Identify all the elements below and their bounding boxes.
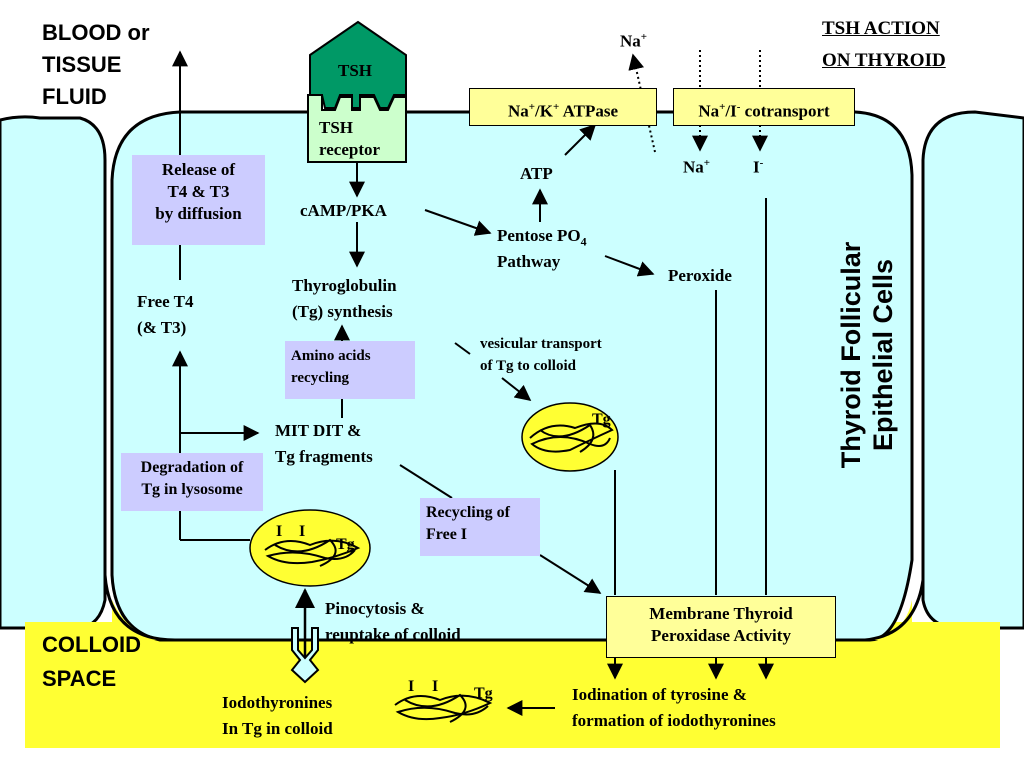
- left-neighbor-cell: [0, 115, 107, 630]
- iodination-line1: Iodination of tyrosine &: [572, 685, 747, 704]
- lysosome-i2-label: I: [299, 523, 306, 540]
- colloid-label-line1: COLLOID: [42, 632, 141, 657]
- pinocytosis-line1: Pinocytosis &: [325, 599, 425, 618]
- pinocytosis-line2: reuptake of colloid: [325, 625, 461, 644]
- cell-type-label: Thyroid Follicular Epithelial Cells: [836, 241, 898, 469]
- camp-label: cAMP/PKA: [300, 201, 387, 220]
- na-in-label: Na+: [683, 157, 711, 177]
- title-line2: ON THYROID: [822, 50, 946, 71]
- colloid-i2-label: I: [432, 678, 439, 695]
- mit-dit-line1: MIT DIT &: [275, 421, 362, 440]
- pentose-line2: Pathway: [497, 252, 561, 271]
- atp-label: ATP: [520, 164, 553, 183]
- recycling-box: Recycling of Free I: [420, 498, 540, 556]
- colloid-tg-label: Tg: [474, 685, 493, 702]
- free-t4-line1: Free T4: [137, 292, 194, 311]
- na-out-label: Na+: [620, 31, 648, 51]
- blood-label-line2: TISSUE: [42, 52, 122, 77]
- atpase-box: Na+/K+ ATPase: [469, 88, 657, 126]
- colloid-space: [25, 622, 1000, 748]
- lysosome-tg-label: Tg: [336, 536, 355, 553]
- tsh-receptor-label-line1: TSH: [319, 118, 354, 137]
- free-t4-line2: (& T3): [137, 318, 187, 337]
- thyroglobulin-line2: (Tg) synthesis: [292, 302, 393, 321]
- pentose-line1: Pentose PO4: [497, 226, 587, 249]
- degradation-box: Degradation of Tg in lysosome: [121, 453, 263, 511]
- amino-acids-box: Amino acids recycling: [285, 341, 415, 399]
- title-line1: TSH ACTION: [822, 18, 940, 39]
- lysosome: [249, 509, 371, 587]
- mit-dit-line2: Tg fragments: [275, 447, 373, 466]
- vesicular-line2: of Tg to colloid: [480, 358, 576, 374]
- colloid-i1-label: I: [408, 678, 415, 695]
- cell-bottom-edge: [103, 574, 925, 642]
- thyroglobulin-line1: Thyroglobulin: [292, 276, 397, 295]
- iodothyronines-line1: Iodothyronines: [222, 693, 333, 712]
- iodide-in-label: I-: [753, 157, 764, 177]
- peroxide-label: Peroxide: [668, 266, 732, 285]
- pinocytosis-cup: [290, 627, 320, 684]
- iodination-line2: formation of iodothyronines: [572, 711, 776, 730]
- iodothyronines-line2: In Tg in colloid: [222, 719, 333, 738]
- cotransport-box: Na+/I- cotransport: [673, 88, 855, 126]
- right-neighbor-cell: [921, 110, 1024, 630]
- vesicular-line1: vesicular transport: [480, 336, 602, 352]
- tsh-receptor-label-line2: receptor: [319, 140, 381, 159]
- lysosome-i1-label: I: [276, 523, 283, 540]
- vesicle-tg-label: Tg: [592, 411, 611, 428]
- tsh-label: TSH: [338, 61, 373, 80]
- blood-label-line3: FLUID: [42, 84, 107, 109]
- blood-label-line1: BLOOD or: [42, 20, 150, 45]
- tsh-receptor-shape: [307, 94, 407, 163]
- colloid-overlay: [25, 600, 1000, 640]
- colloid-label-line2: SPACE: [42, 666, 117, 691]
- release-box: Release of T4 & T3 by diffusion: [132, 155, 265, 245]
- colloid-tg-shape: [394, 693, 493, 723]
- peroxidase-box: Membrane Thyroid Peroxidase Activity: [606, 596, 836, 658]
